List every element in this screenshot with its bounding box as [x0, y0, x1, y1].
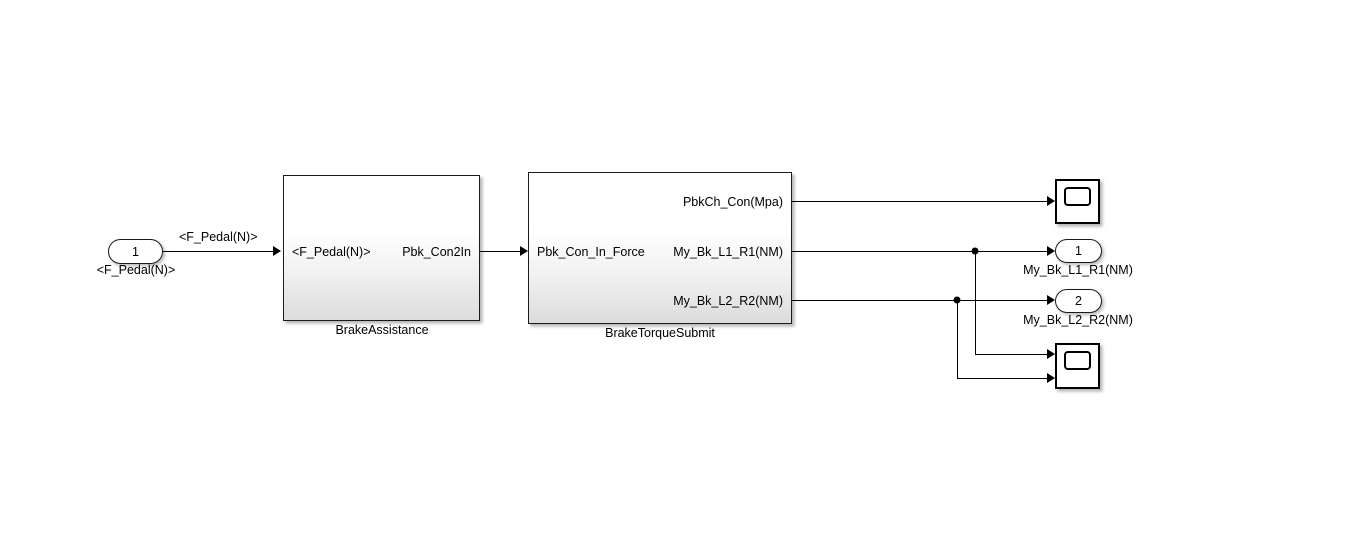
block-brake-torque-submit[interactable]: Pbk_Con_In_Force PbkCh_Con(Mpa) My_Bk_L1…	[528, 172, 792, 324]
outport-number-2: 2	[1075, 294, 1082, 308]
inport-caption-1: <F_Pedal(N)>	[96, 263, 176, 277]
scope-block-bottom[interactable]	[1055, 343, 1100, 389]
wire-branch-l1-r1-down	[975, 251, 976, 354]
scope-screen-icon	[1064, 187, 1091, 206]
block-output-label-my-bk-l2-r2: My_Bk_L2_R2(NM)	[673, 293, 783, 308]
outport-caption-2: My_Bk_L2_R2(NM)	[1023, 313, 1133, 327]
block-output-label-my-bk-l1-r1: My_Bk_L1_R1(NM)	[673, 244, 783, 259]
inport-block-1[interactable]: 1	[108, 239, 163, 264]
block-output-label-pbkch-con: PbkCh_Con(Mpa)	[682, 194, 783, 209]
outport-block-2[interactable]: 2	[1055, 289, 1102, 313]
arrow-scope-bottom-input-2	[1047, 373, 1055, 383]
scope-block-top[interactable]	[1055, 179, 1100, 224]
block-input-label-f-pedal: <F_Pedal(N)>	[292, 244, 371, 259]
wire-my-bk-l1-r1-to-outport1	[792, 251, 1047, 252]
arrow-outport2-input	[1047, 295, 1055, 305]
block-output-label-pbk-con2in: Pbk_Con2In	[402, 244, 471, 259]
wire-brakeassistance-to-braketorquesubmit	[480, 251, 520, 252]
arrow-scope-bottom-input-1	[1047, 349, 1055, 359]
arrow-outport1-input	[1047, 246, 1055, 256]
scope-screen-icon	[1064, 351, 1091, 370]
arrow-scope-top-input	[1047, 196, 1055, 206]
outport-block-1[interactable]: 1	[1055, 239, 1102, 263]
wire-branch-l1-r1-to-scope-bottom	[975, 354, 1047, 355]
block-brake-assistance[interactable]: <F_Pedal(N)> Pbk_Con2In	[283, 175, 480, 321]
block-input-label-pbk-con-in-force: Pbk_Con_In_Force	[537, 244, 645, 259]
wire-branch-l2-r2-down	[957, 300, 958, 378]
arrow-brakeassistance-input	[273, 246, 281, 256]
wire-my-bk-l2-r2-to-outport2	[792, 300, 1047, 301]
block-caption-brake-assistance: BrakeAssistance	[335, 323, 429, 337]
arrow-braketorquesubmit-input	[520, 246, 528, 256]
wire-branch-l2-r2-to-scope-bottom	[957, 378, 1047, 379]
block-caption-brake-torque-submit: BrakeTorqueSubmit	[605, 326, 715, 340]
outport-caption-1: My_Bk_L1_R1(NM)	[1023, 263, 1133, 277]
wire-inport1-to-brakeassistance	[163, 251, 273, 252]
outport-number-1: 1	[1075, 244, 1082, 258]
inport-number: 1	[132, 244, 139, 259]
wire-pbkch-con-to-scope-top	[792, 201, 1047, 202]
signal-label-f-pedal: <F_Pedal(N)>	[179, 230, 258, 244]
